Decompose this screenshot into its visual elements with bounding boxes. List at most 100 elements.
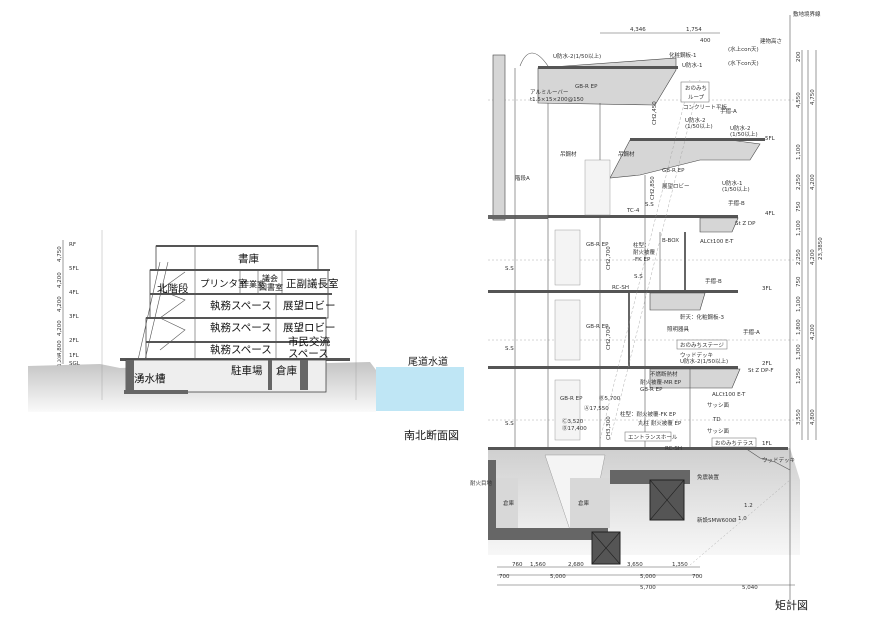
annotation: Ⓐ17,550 <box>584 404 609 412</box>
dim: 750 <box>796 276 802 287</box>
annotation: St Z DP <box>735 221 756 227</box>
annotation: CH2,850 <box>650 176 656 200</box>
annotation: 吊鋼材 <box>560 150 577 158</box>
annotation: GB-R EP <box>560 396 583 402</box>
dim: 5,700 <box>640 585 656 591</box>
annotation: S.S <box>505 421 514 427</box>
dim-total: 23,3850 <box>818 237 824 260</box>
level-label: RF <box>69 242 76 248</box>
annotation: RC-SH <box>612 285 629 291</box>
annotation-labels: U防水-2(1/50以上) 化粧鋼板-1 U防水-1 GB-R EP アルミルー… <box>470 51 795 524</box>
dim: 1,250 <box>796 368 802 384</box>
annotation: CH3,300 <box>606 416 612 440</box>
level-label: 5FL <box>69 266 80 272</box>
annotation: コンクリート平板 <box>683 103 728 111</box>
south-north-section: 書庫 プリンタ室 作業室 議会 図書室 正副議長室 北階段 執務スペース 展望ロ… <box>28 230 464 442</box>
annotation: S.S <box>645 202 654 208</box>
site-boundary-label: 敷地境界線 <box>793 10 821 18</box>
room-label: プリンタ室 <box>200 278 248 290</box>
annotation: S.S <box>634 274 643 280</box>
annotation: 手摺-A <box>720 107 737 115</box>
room-label: 執務スペース <box>210 343 272 356</box>
dim: 4,800 <box>810 409 816 425</box>
annotation: B-BOX <box>662 238 679 244</box>
level-label: 2FL <box>69 338 80 344</box>
annotation: 耐火目地 <box>470 479 493 487</box>
level-scale: RF 5FL 4FL 3FL 2FL 1FL SGL 4,750 4,200 4… <box>57 240 81 367</box>
annotation: 倉庫 <box>578 499 590 507</box>
level-label: 3FL <box>69 314 80 320</box>
room-label: 執務スペース <box>210 321 272 334</box>
dim: 2,250 <box>796 174 802 190</box>
top-dimensions: 4,346 1,754 400 <box>600 27 720 44</box>
annotation: おのみちテラス <box>715 440 753 447</box>
room-label: スペース <box>288 348 329 360</box>
annotation: CH2,700 <box>606 246 612 270</box>
right-label: (水上con天) <box>728 45 759 53</box>
annotation: エントランスホール <box>628 434 678 441</box>
dim: 750 <box>796 201 802 212</box>
annotation: U防水-2(1/50以上) <box>680 357 728 365</box>
dim: 5,000 <box>550 574 566 580</box>
annotation: (1/50以上) <box>685 122 713 130</box>
annotation: 倉庫 <box>503 499 515 507</box>
dim: 400 <box>700 38 711 44</box>
dim: 5,000 <box>640 574 656 580</box>
water-label: 尾道水道 <box>408 355 448 368</box>
annotation: CH2,700 <box>606 326 612 350</box>
annotation: S.S <box>505 346 514 352</box>
building-section <box>120 245 350 394</box>
right-dimensions: 敷地境界線 建物高さ (水上con天) (水下con天) 5FL 4FL 3FL… <box>728 10 824 600</box>
annotation: (1/50以上) <box>722 185 750 193</box>
annotation: -FK EP <box>633 257 651 263</box>
annotation: 照明器具 <box>667 326 690 333</box>
annotation: 軒天：化粧鋼板-3 <box>680 313 724 321</box>
floor-level: 3FL <box>762 286 773 292</box>
dim: 4,550 <box>796 92 802 108</box>
dim: 3,550 <box>796 409 802 425</box>
annotation: ループ <box>688 94 705 101</box>
annotation: 耐火被覆 <box>633 248 656 256</box>
annotation: U防水-2 <box>685 116 706 124</box>
annotation: 1.2 <box>744 503 753 509</box>
annotation: GB-R EP <box>575 84 598 90</box>
dim: 200 <box>796 51 802 62</box>
room-label: 湧水槽 <box>134 373 166 385</box>
dim: 1,100 <box>796 296 802 312</box>
room-label: 駐車場 <box>231 364 263 377</box>
bottom-dimensions: 760 1,560 2,680 3,650 1,350 700 5,000 5,… <box>497 562 795 591</box>
annotation: アルミルーバー <box>530 89 568 96</box>
floor-level: 5FL <box>765 136 776 142</box>
annotation: TC-4 <box>626 208 640 214</box>
annotation: 化粧鋼板-1 <box>669 51 696 59</box>
annotation: 免震装置 <box>697 473 720 481</box>
room-label: 北階段 <box>157 282 189 295</box>
dim: 4,750 <box>810 89 816 105</box>
dim: 1,100 <box>796 144 802 160</box>
dim: 3,650 <box>627 562 643 568</box>
annotation: 手摺-A <box>743 328 760 336</box>
room-label: 正副議長室 <box>286 277 339 290</box>
annotation: Ⓑ5,700 <box>599 394 621 402</box>
dim: 1,300 <box>796 344 802 360</box>
annotation: GB-R EP <box>586 324 609 330</box>
dim: 760 <box>512 562 523 568</box>
annotation: GB-R EP <box>586 242 609 248</box>
level-dim: 4,750 <box>57 246 63 262</box>
dim: 4,200 <box>810 249 816 265</box>
floor-level: 4FL <box>765 211 776 217</box>
detail-section: 敷地境界線 建物高さ (水上con天) (水下con天) 5FL 4FL 3FL… <box>470 10 824 612</box>
dim: 1,800 <box>796 319 802 335</box>
room-label: 書庫 <box>238 252 259 265</box>
annotation: U防水-2 <box>730 124 751 132</box>
annotation: サッシ面 <box>707 428 730 435</box>
level-dim: 4,200 <box>57 296 63 312</box>
detail-caption: 矩計図 <box>775 598 808 612</box>
level-dim: 4,200 <box>57 272 63 288</box>
floor-level: 2FL <box>762 361 773 367</box>
annotation: U防水-1 <box>682 61 703 69</box>
annotation: t1.5×15×200@150 <box>530 97 584 103</box>
dim: 1,350 <box>672 562 688 568</box>
annotation: おのみち <box>685 85 707 92</box>
